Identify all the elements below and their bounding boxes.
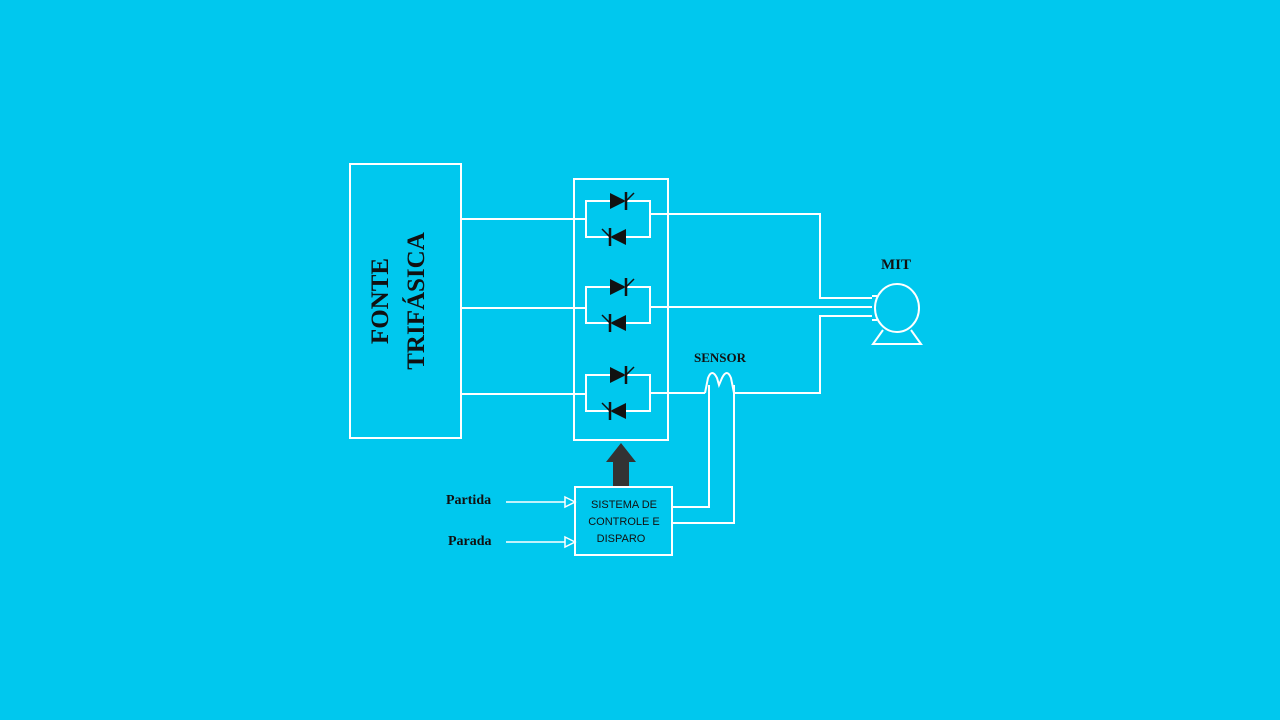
stop-arrow-icon	[564, 535, 577, 549]
induction-motor-icon	[871, 283, 923, 345]
sensor-label: SENSOR	[694, 350, 747, 365]
start-arrow-icon	[564, 495, 577, 509]
control-label-line1: SISTEMA DE	[591, 499, 657, 511]
source-to-module-wires	[461, 218, 586, 395]
source-label-line2: TRIFÁSICA	[402, 232, 430, 370]
source-block: FONTE TRIFÁSICA	[349, 163, 462, 439]
stop-label: Parada	[448, 534, 492, 549]
control-label-line3: DISPARO	[597, 533, 646, 545]
current-sensor-icon	[704, 372, 735, 394]
firing-arrow	[606, 443, 636, 487]
start-label: Partida	[446, 493, 491, 508]
module-to-motor-wires	[650, 213, 872, 394]
source-label-line1: FONTE	[367, 258, 394, 344]
motor-label: MIT	[881, 257, 911, 273]
control-label-line2: CONTROLE E	[588, 516, 660, 528]
sensor-feedback-wires	[672, 385, 735, 524]
thyristor-module	[573, 178, 669, 441]
start-input: Partida	[446, 493, 577, 509]
stop-input: Parada	[448, 534, 577, 549]
antiparallel-thyristor-icon	[584, 276, 652, 334]
antiparallel-thyristor-icon	[584, 190, 652, 248]
antiparallel-thyristor-icon	[584, 364, 652, 422]
control-block: SISTEMA DE CONTROLE E DISPARO	[574, 486, 673, 556]
